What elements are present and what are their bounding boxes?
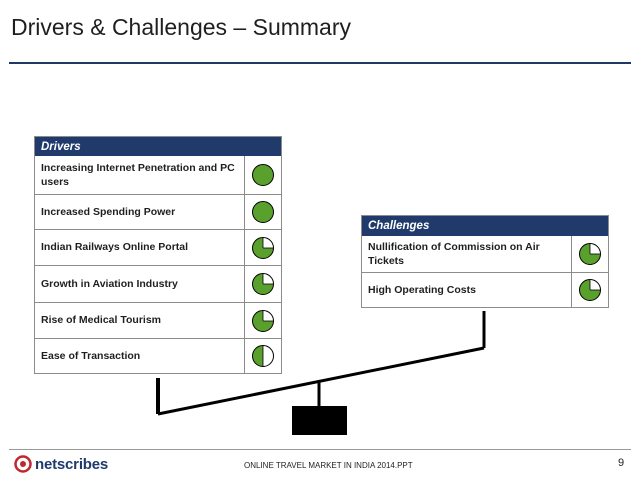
item-label: Indian Railways Online Portal bbox=[41, 241, 189, 254]
item-label: Increasing Internet Penetration and PC u… bbox=[41, 161, 235, 188]
rating-cell bbox=[571, 273, 608, 307]
rating-cell bbox=[244, 303, 281, 338]
item-label: High Operating Costs bbox=[368, 283, 476, 296]
challenges-list: Nullification of Commission on Air Ticke… bbox=[362, 236, 608, 307]
item-label: Rise of Medical Tourism bbox=[41, 314, 161, 327]
netscribes-logo: netscribes bbox=[14, 455, 108, 473]
logo-text: netscribes bbox=[35, 455, 109, 473]
item-label: Growth in Aviation Industry bbox=[41, 277, 178, 290]
harvey-ball-icon bbox=[252, 164, 274, 186]
challenges-panel: Challenges Nullification of Commission o… bbox=[361, 215, 609, 308]
slide-title: Drivers & Challenges – Summary bbox=[11, 14, 352, 40]
list-item: Indian Railways Online Portal bbox=[35, 229, 281, 265]
challenges-header: Challenges bbox=[362, 216, 608, 236]
rating-cell bbox=[244, 195, 281, 229]
footer-divider bbox=[9, 449, 631, 450]
rating-cell bbox=[571, 236, 608, 272]
list-item: High Operating Costs bbox=[362, 272, 608, 307]
drivers-list: Increasing Internet Penetration and PC u… bbox=[35, 156, 281, 373]
item-label: Ease of Transaction bbox=[41, 349, 141, 362]
item-label: Increased Spending Power bbox=[41, 205, 176, 218]
list-item: Growth in Aviation Industry bbox=[35, 265, 281, 302]
harvey-ball-icon bbox=[579, 279, 601, 301]
harvey-ball-icon bbox=[252, 236, 274, 259]
rating-cell bbox=[244, 266, 281, 302]
drivers-header: Drivers bbox=[35, 137, 281, 156]
harvey-ball-icon bbox=[252, 345, 274, 367]
list-item: Nullification of Commission on Air Ticke… bbox=[362, 236, 608, 272]
scale-base bbox=[292, 406, 347, 435]
harvey-ball-icon bbox=[252, 309, 274, 332]
rating-cell bbox=[244, 156, 281, 194]
page-number: 9 bbox=[618, 457, 625, 469]
list-item: Rise of Medical Tourism bbox=[35, 302, 281, 338]
harvey-ball-icon bbox=[579, 243, 601, 265]
rating-cell bbox=[244, 339, 281, 373]
drivers-panel: Drivers Increasing Internet Penetration … bbox=[34, 136, 282, 374]
scale-beam bbox=[157, 346, 485, 416]
footer-text: ONLINE TRAVEL MARKET IN INDIA 2014.PPT bbox=[244, 461, 413, 470]
title-divider bbox=[9, 62, 631, 64]
list-item: Increasing Internet Penetration and PC u… bbox=[35, 156, 281, 194]
harvey-ball-icon bbox=[252, 273, 274, 295]
list-item: Ease of Transaction bbox=[35, 338, 281, 373]
item-label: Nullification of Commission on Air Ticke… bbox=[368, 240, 540, 267]
rating-cell bbox=[244, 230, 281, 265]
harvey-ball-icon bbox=[252, 201, 274, 223]
logo-icon bbox=[14, 455, 32, 473]
list-item: Increased Spending Power bbox=[35, 194, 281, 229]
